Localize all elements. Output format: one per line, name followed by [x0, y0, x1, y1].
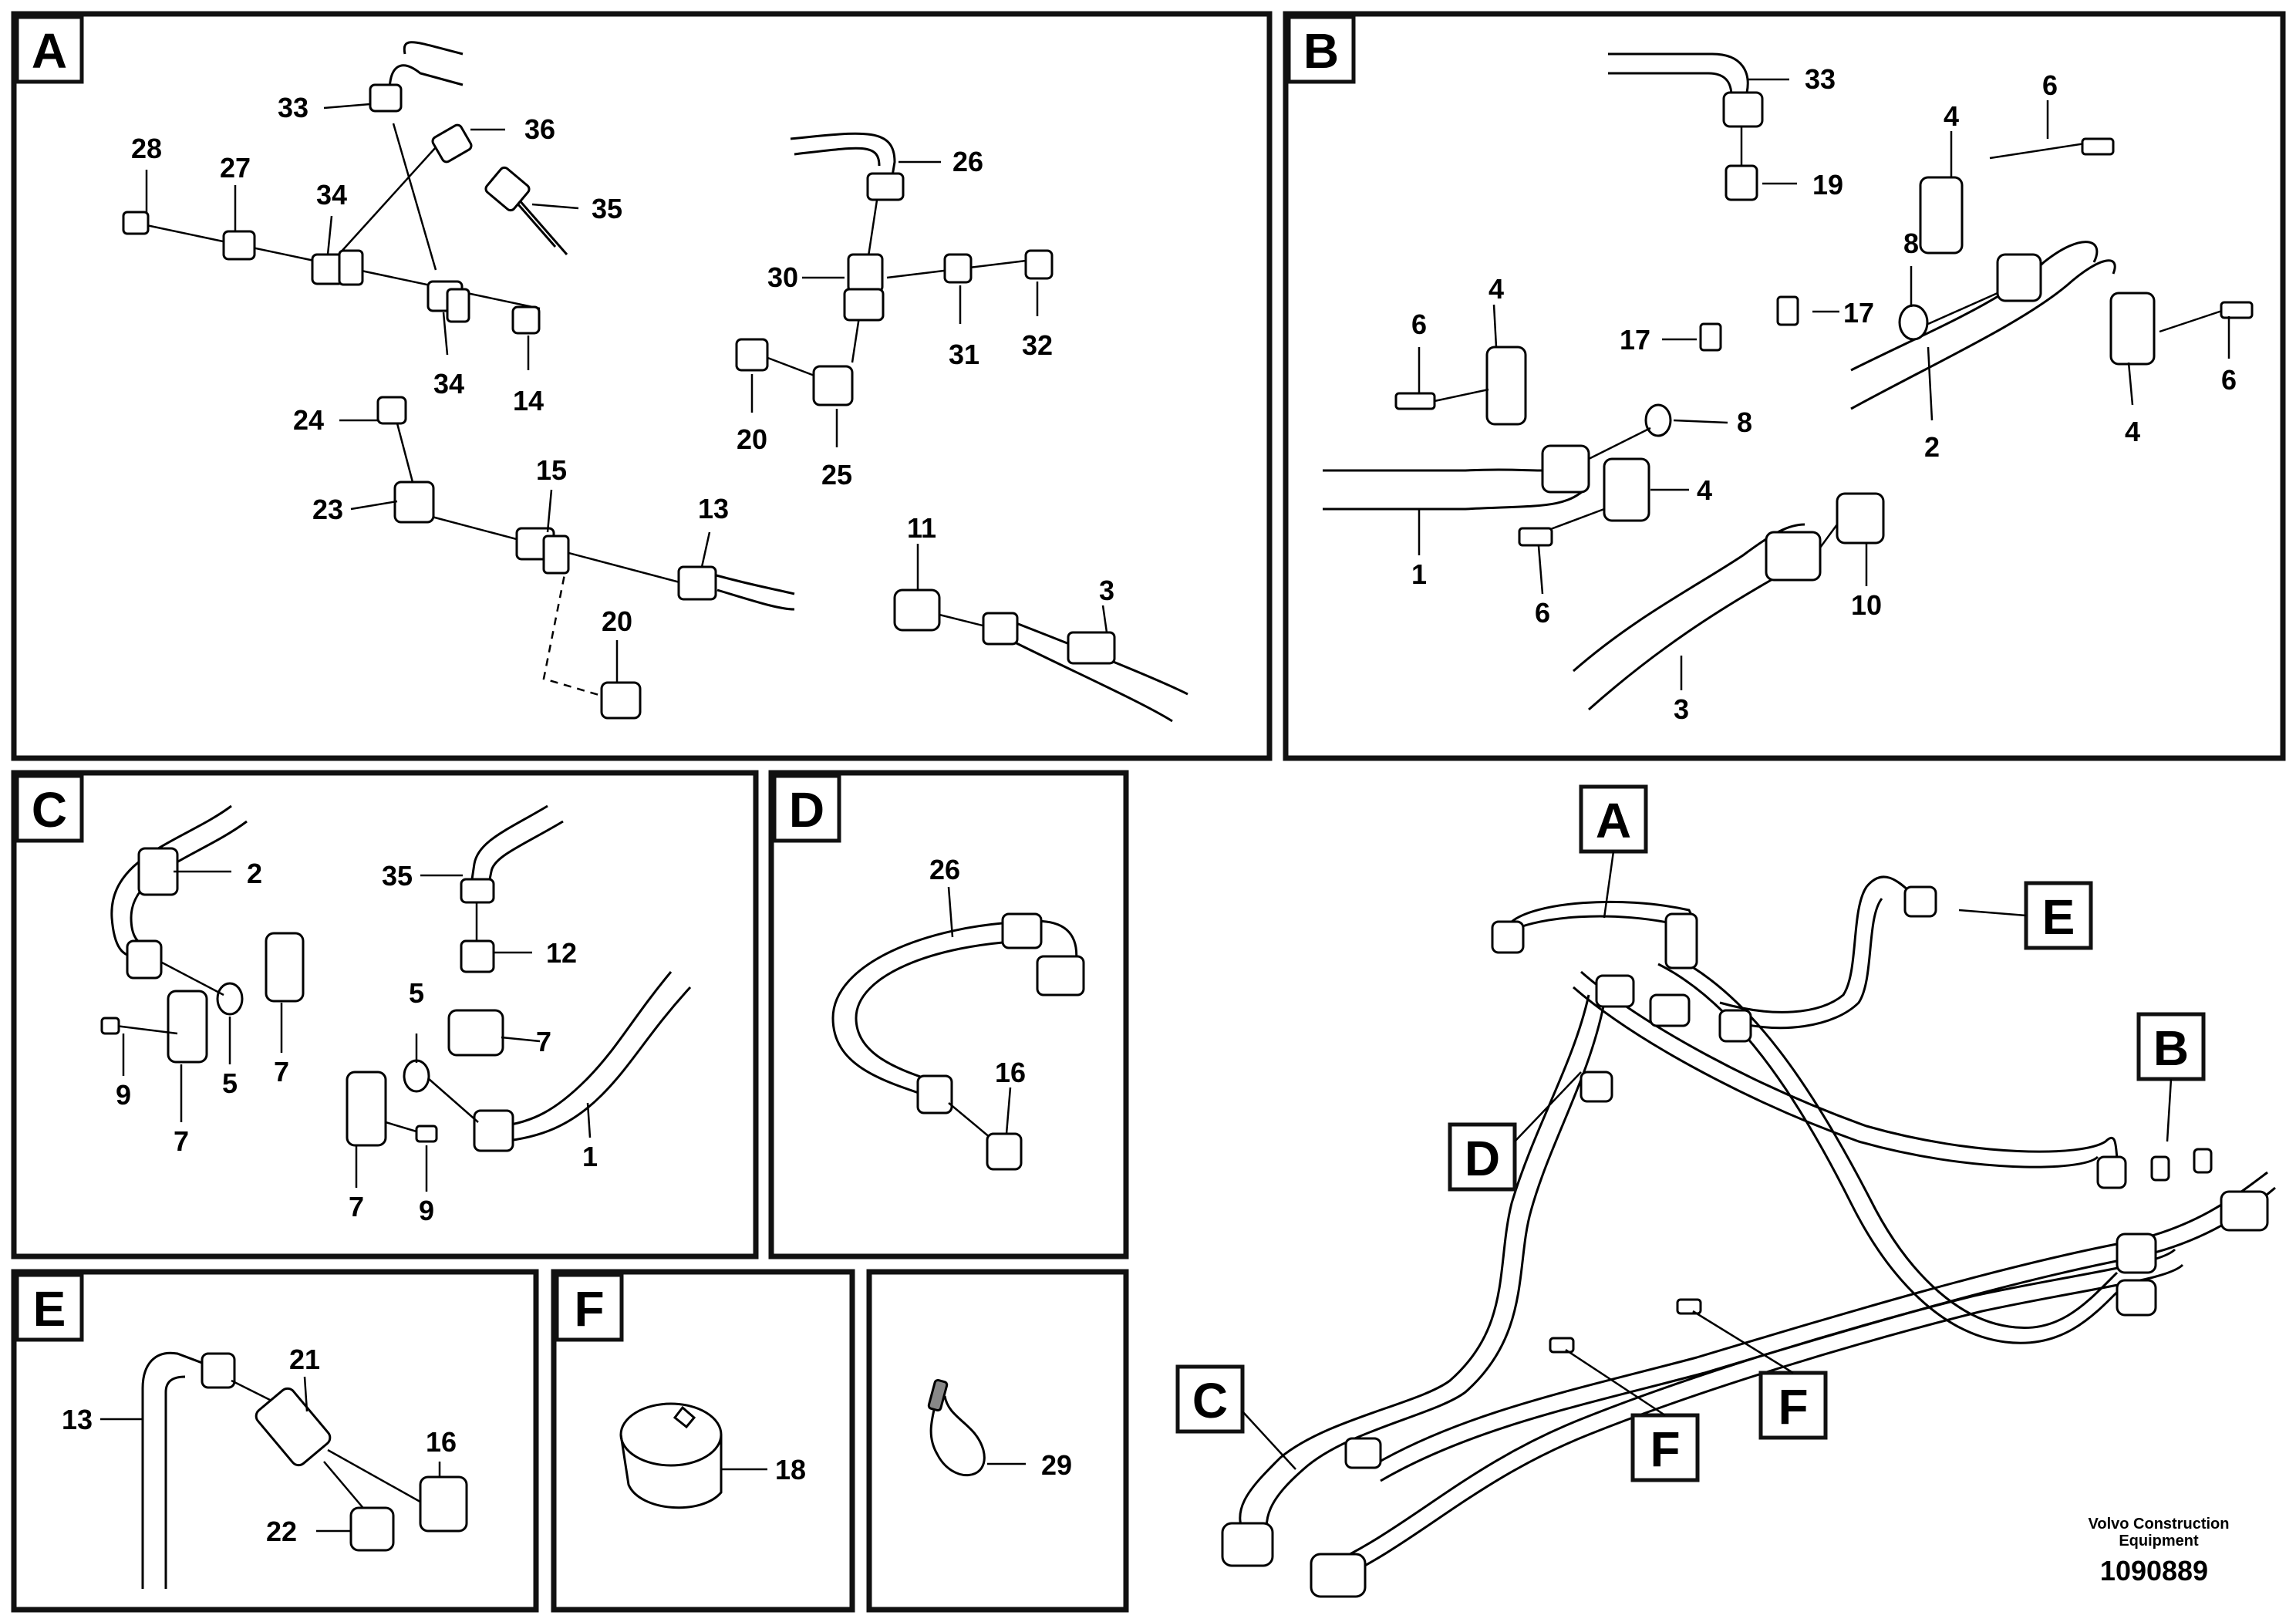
- callout-8: 8: [1903, 228, 1919, 259]
- callout-29: 29: [1041, 1449, 1072, 1481]
- callout-27: 27: [220, 152, 251, 184]
- overview-assembly: A E B D C F F: [1175, 784, 2276, 1598]
- callout-1: 1: [582, 1141, 598, 1172]
- overview-callout-a: A: [1596, 793, 1631, 848]
- callout-3: 3: [1674, 693, 1689, 725]
- callout-36: 36: [524, 113, 555, 145]
- overview-callout-e: E: [2042, 889, 2075, 945]
- panel-d: D 26 16: [768, 770, 1129, 1259]
- company-name: Volvo Construction: [2089, 1516, 2230, 1533]
- callout-4: 4: [1944, 100, 1959, 132]
- callout-4: 4: [1489, 273, 1504, 305]
- panel-e-tag: E: [33, 1281, 66, 1337]
- callout-13: 13: [698, 493, 729, 524]
- callout-19: 19: [1812, 169, 1843, 201]
- callout-7: 7: [174, 1125, 189, 1157]
- callout-13: 13: [62, 1404, 93, 1435]
- callout-4: 4: [1697, 474, 1712, 506]
- panel-b: B: [1283, 11, 2286, 761]
- callout-6: 6: [2042, 69, 2058, 101]
- callout-14: 14: [513, 385, 544, 416]
- callout-26: 26: [929, 854, 960, 885]
- callout-28: 28: [131, 133, 162, 164]
- callout-26: 26: [952, 146, 983, 177]
- callout-12: 12: [546, 937, 577, 969]
- callout-21: 21: [289, 1344, 320, 1375]
- callout-17: 17: [1843, 297, 1874, 329]
- panel-d-tag: D: [789, 782, 824, 838]
- panel-f-tag: F: [574, 1281, 604, 1337]
- callout-20: 20: [737, 423, 767, 455]
- callout-31: 31: [949, 339, 979, 370]
- overview-callout-c: C: [1192, 1373, 1228, 1428]
- callout-9: 9: [116, 1079, 131, 1111]
- callout-6: 6: [1535, 597, 1550, 629]
- callout-6: 6: [1411, 309, 1427, 340]
- callout-6: 6: [2221, 364, 2237, 396]
- callout-2: 2: [247, 858, 262, 889]
- drawing-footer: Volvo Construction Equipment 1090889: [2089, 1516, 2230, 1587]
- callout-35: 35: [592, 193, 622, 224]
- panel-f-clamp: F 18: [551, 1269, 855, 1613]
- panel-a-tag: A: [32, 23, 67, 79]
- callout-33: 33: [278, 92, 308, 123]
- callout-23: 23: [312, 494, 343, 525]
- callout-35: 35: [382, 860, 413, 892]
- callout-34: 34: [316, 179, 347, 211]
- overview-callout-f: F: [1778, 1379, 1808, 1435]
- callout-5: 5: [409, 977, 424, 1009]
- callout-2: 2: [1924, 431, 1940, 463]
- panel-a: A: [11, 11, 1273, 761]
- overview-callout-f: F: [1650, 1421, 1680, 1477]
- callout-33: 33: [1805, 63, 1836, 95]
- panel-c-tag: C: [32, 782, 67, 838]
- drawing-number: 1090889: [2100, 1555, 2208, 1587]
- callout-32: 32: [1022, 329, 1053, 361]
- callout-34: 34: [433, 368, 464, 400]
- callout-9: 9: [419, 1195, 434, 1226]
- callout-18: 18: [775, 1454, 806, 1485]
- callout-1: 1: [1411, 558, 1427, 590]
- callout-7: 7: [274, 1056, 289, 1088]
- callout-22: 22: [266, 1516, 297, 1547]
- callout-30: 30: [767, 261, 798, 293]
- callout-11: 11: [907, 512, 936, 544]
- callout-7: 7: [536, 1026, 551, 1057]
- callout-16: 16: [995, 1057, 1026, 1088]
- callout-4: 4: [2125, 416, 2140, 447]
- overview-callout-d: D: [1465, 1131, 1500, 1186]
- overview-callout-b: B: [2153, 1020, 2189, 1076]
- company-name-line2: Equipment: [2119, 1533, 2199, 1549]
- callout-10: 10: [1851, 589, 1882, 621]
- panel-b-tag: B: [1303, 23, 1339, 79]
- callout-8: 8: [1737, 406, 1752, 438]
- panel-c: C 2 35: [11, 770, 759, 1259]
- callout-3: 3: [1099, 575, 1114, 606]
- panel-cable-tie: 29: [866, 1269, 1129, 1613]
- callout-17: 17: [1620, 324, 1650, 356]
- callout-15: 15: [536, 454, 567, 486]
- callout-25: 25: [821, 459, 852, 491]
- panel-e: E 13 21 16 22: [11, 1269, 539, 1613]
- callout-7: 7: [349, 1191, 364, 1222]
- callout-5: 5: [222, 1067, 238, 1099]
- callout-24: 24: [293, 404, 324, 436]
- callout-16: 16: [426, 1426, 457, 1458]
- callout-20: 20: [602, 605, 632, 637]
